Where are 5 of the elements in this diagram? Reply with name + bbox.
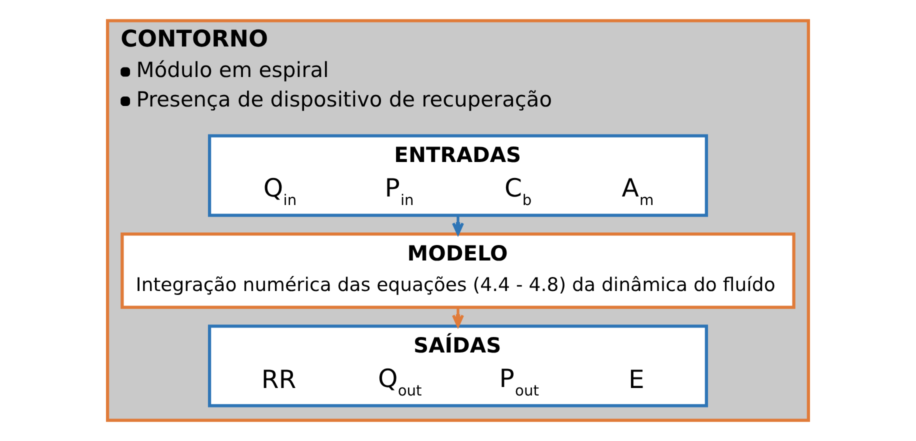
node-box: MODELO Integração numérica das equações (4.4 - 4.8) da dinâmica do fluído — [120, 232, 796, 309]
arrow — [452, 216, 464, 236]
node-box: SAÍDAS RR Q$_{out}$ P$_{out}$ E — [208, 324, 708, 408]
arrow — [452, 308, 464, 328]
node-box: ENTRADAS Q$_{in}$ P$_{in}$ C$_{b}$ A$_{m}$ — [208, 134, 708, 217]
